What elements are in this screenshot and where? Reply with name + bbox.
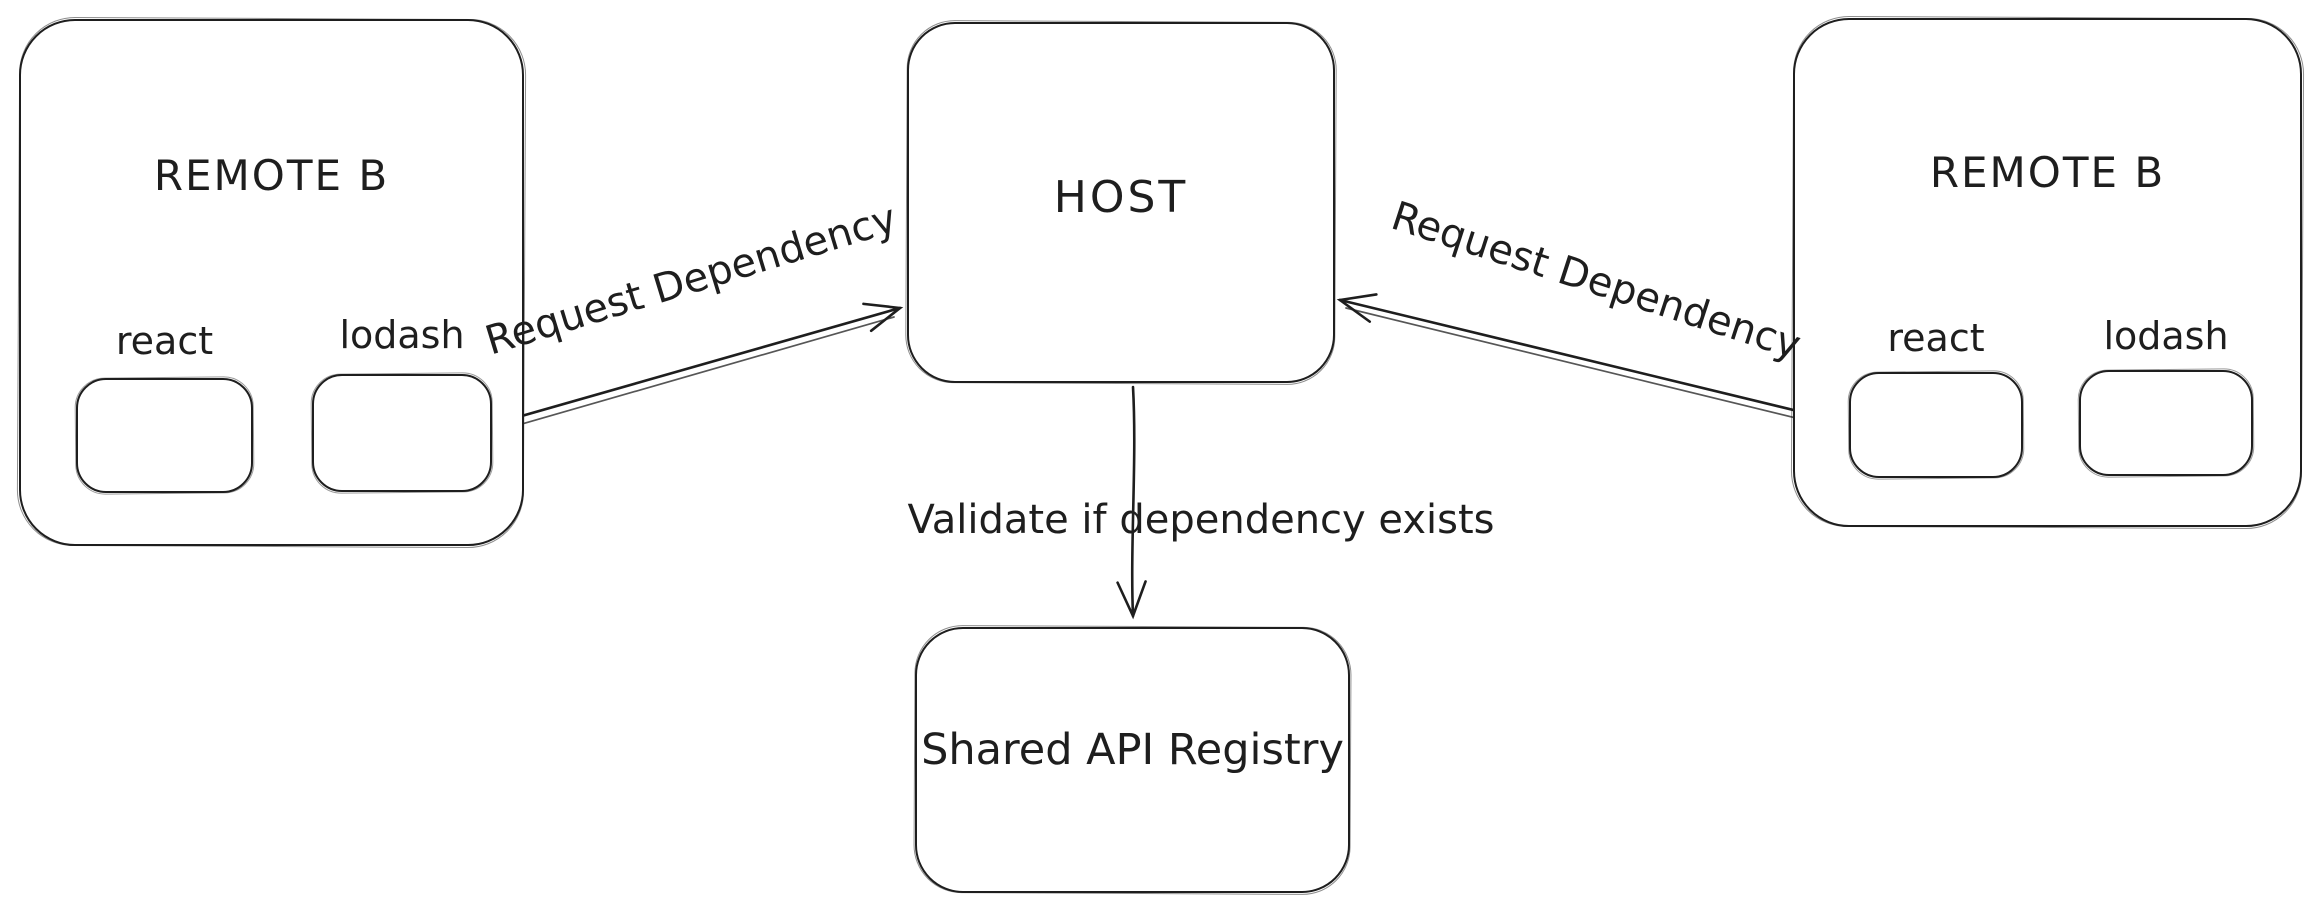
remote-b-left-title: REMOTE B (153, 151, 390, 200)
shared-api-registry-node: Shared API Registry (915, 627, 1350, 893)
react-package-box (1849, 372, 2023, 478)
validate-dependency-label: Validate if dependency exists (907, 497, 1495, 543)
remote-b-left-node: REMOTE B react lodash (19, 19, 524, 546)
host-title: HOST (1053, 172, 1189, 223)
react-package-label: react (1887, 316, 1985, 360)
remote-b-right-title: REMOTE B (1929, 148, 2166, 197)
lodash-package-label: lodash (2103, 314, 2229, 358)
lodash-package-label: lodash (339, 313, 465, 357)
request-dependency-label-right: Request Dependency (1385, 193, 1807, 369)
react-package-box (76, 378, 253, 493)
host-node: HOST (907, 22, 1335, 383)
lodash-package-box (2079, 370, 2253, 476)
react-package-label: react (115, 319, 214, 363)
shared-api-registry-title: Shared API Registry (921, 725, 1344, 775)
remote-b-right-node: REMOTE B react lodash (1793, 18, 2302, 527)
request-dependency-label-left: Request Dependency (480, 195, 902, 365)
lodash-package-box (312, 374, 492, 492)
